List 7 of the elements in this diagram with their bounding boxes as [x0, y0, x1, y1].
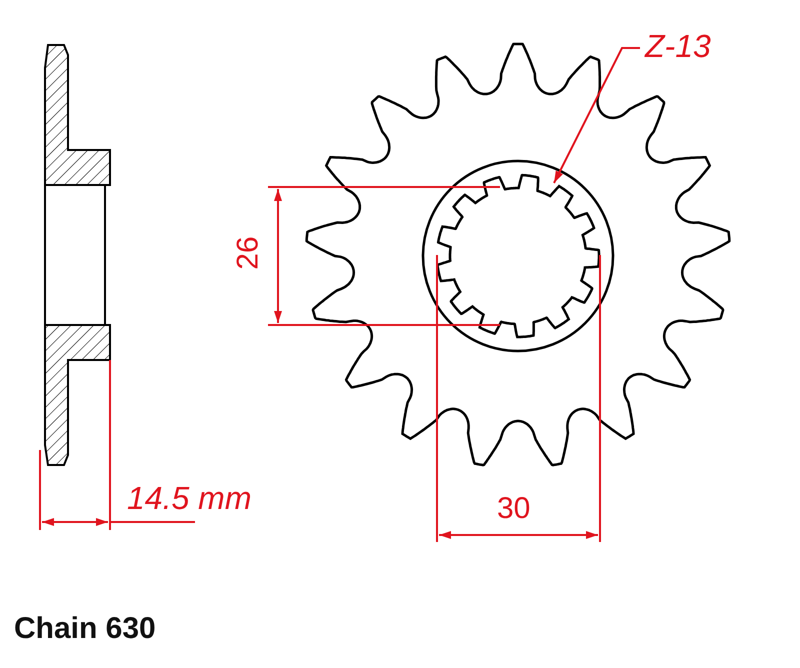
dimension-label: 30 [497, 494, 530, 524]
chain-size-label: Chain 630 [14, 614, 156, 644]
dimension-label: 14.5 mm [127, 482, 252, 514]
callout-label: Z-13 [645, 30, 711, 62]
leader-line [553, 47, 640, 184]
spline-hole [436, 174, 600, 338]
dimension-label: 26 [234, 236, 264, 270]
